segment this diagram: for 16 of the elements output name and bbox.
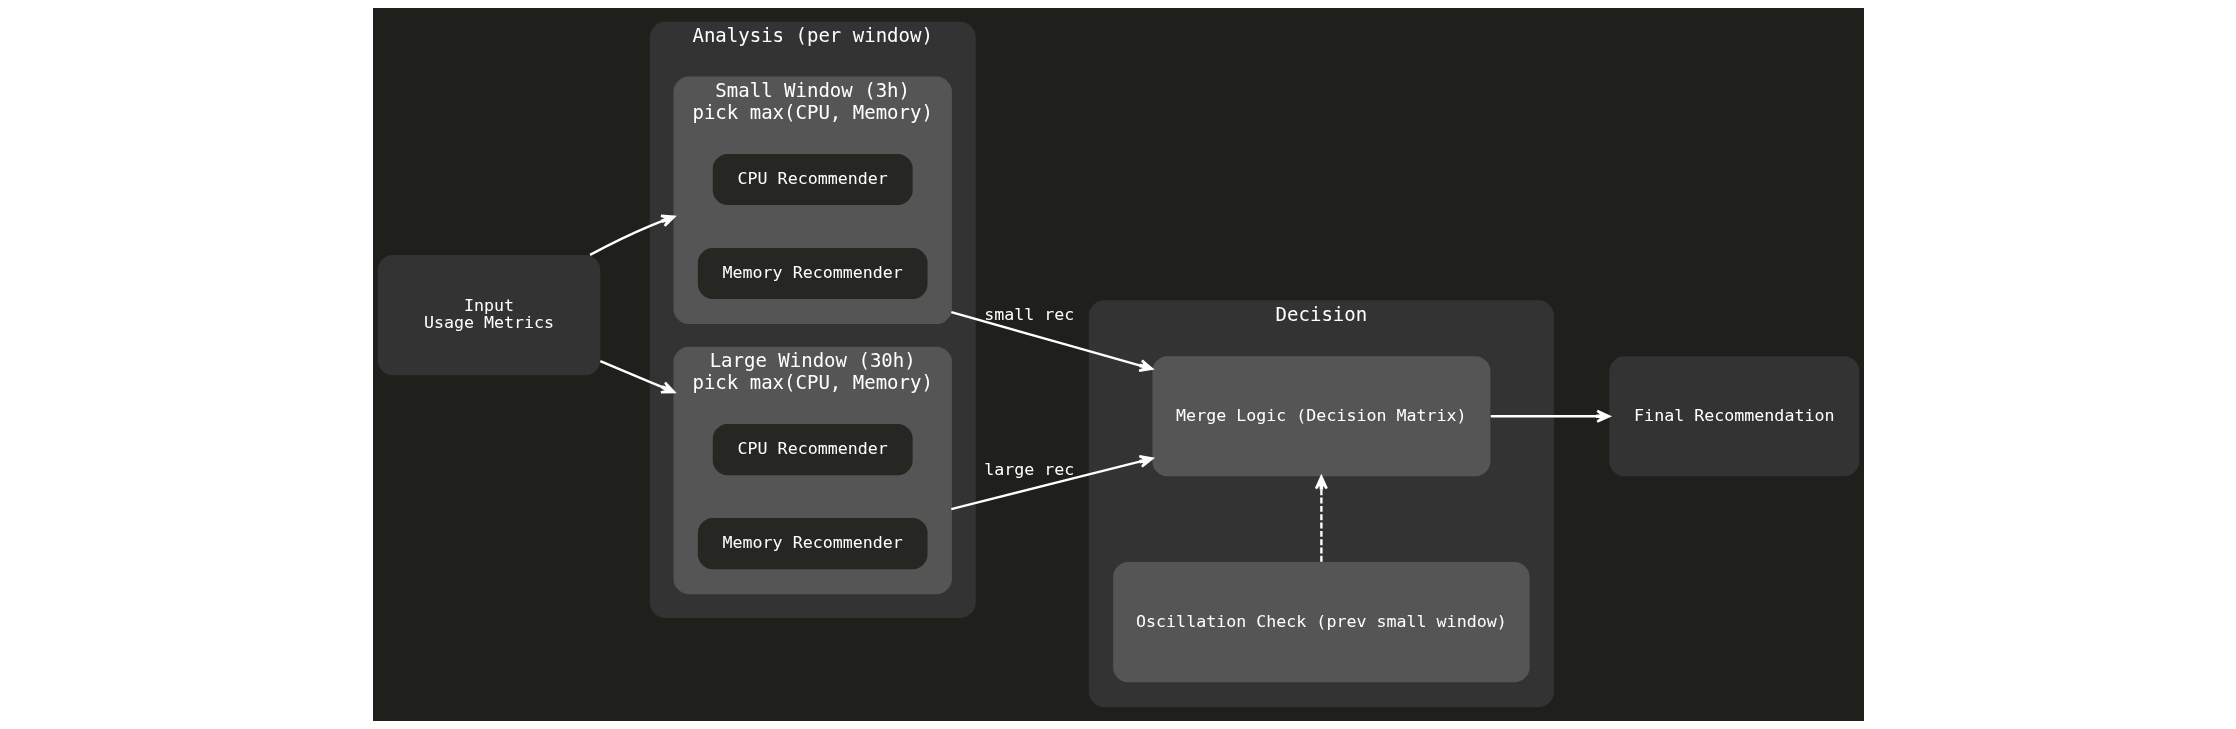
arrow xyxy=(1314,475,1328,562)
node-box: Input Usage Metrics xyxy=(377,255,600,376)
node-box: CPU Recommender xyxy=(712,153,913,206)
arrow xyxy=(1490,409,1610,423)
arrow xyxy=(599,360,675,394)
arrow xyxy=(589,214,675,256)
node-box: CPU Recommender xyxy=(712,424,913,476)
node-box: Memory Recommender xyxy=(697,518,927,570)
arrow xyxy=(950,455,1153,511)
node-box: Merge Logic (Decision Matrix) xyxy=(1151,356,1490,477)
edge-label: large rec xyxy=(983,459,1074,479)
edge-label: small rec xyxy=(983,305,1074,325)
node-box: Final Recommendation xyxy=(1608,356,1859,477)
node-box: Oscillation Check (prev small window) xyxy=(1112,562,1530,683)
arrow xyxy=(950,311,1153,372)
node-box: Memory Recommender xyxy=(697,247,927,300)
